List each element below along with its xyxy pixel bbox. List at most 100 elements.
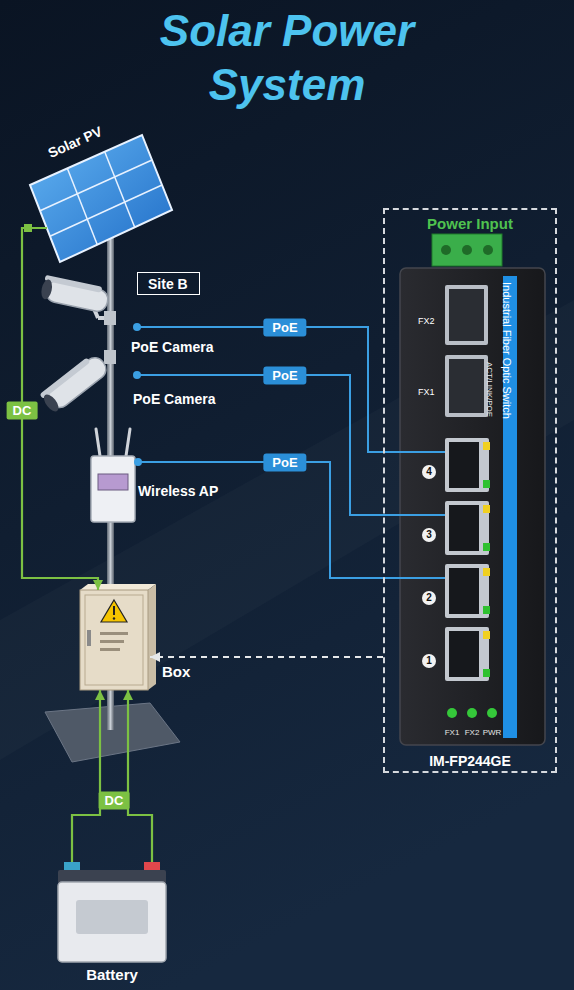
switch-body: [432, 234, 502, 266]
switch-body: [483, 543, 490, 551]
switch-body: [400, 268, 545, 745]
connector-dot: [133, 323, 141, 331]
node-label-wrap: Power Input: [385, 215, 555, 233]
switch-body: [445, 501, 489, 555]
sfp-port: FX1: [445, 355, 488, 417]
switch-body: [483, 442, 490, 450]
node-label: FX1: [418, 387, 435, 397]
switch-body: [449, 568, 479, 614]
switch-body: [445, 355, 488, 417]
node-label-wrap: Battery: [56, 966, 168, 984]
wireless-ap: [126, 429, 130, 456]
wireless-ap: [91, 429, 135, 522]
connector-dot: [133, 371, 141, 379]
callout-number-wrap: 2: [422, 587, 436, 605]
callout-number-wrap: 4: [422, 461, 436, 479]
port-label: FX1: [445, 728, 460, 737]
node-label-wrap: FX1: [418, 381, 435, 399]
port-label: FX2: [465, 728, 480, 737]
node-label: Wireless AP: [138, 483, 218, 499]
switch-body: [449, 359, 484, 413]
camera-top: [44, 275, 102, 293]
port-label-wrap: FX1: [442, 721, 462, 739]
node-label: Battery: [86, 966, 138, 983]
solar-panel-node: Solar PV: [28, 120, 178, 265]
video-box: [100, 648, 120, 651]
camera-bottom: [41, 392, 61, 414]
battery: [58, 862, 166, 962]
node-label: Industrial Fiber Optic Switch: [501, 282, 513, 419]
edge-label-wrap: PoE: [263, 318, 306, 337]
video-box: [85, 595, 143, 685]
connector-line: [138, 462, 445, 578]
wireless-ap: [96, 429, 100, 456]
wireless-ap: [91, 456, 135, 522]
switch-body: [483, 505, 490, 513]
port-label: ACT/LINK/POE: [485, 362, 494, 417]
camera-top: [40, 275, 116, 325]
node-label-wrap: PoE Camera: [131, 338, 213, 356]
switch-body: [483, 480, 490, 488]
node-label-wrap: Box: [162, 663, 190, 681]
battery: [58, 882, 166, 962]
switch-body: [483, 606, 490, 614]
camera-top: [104, 311, 116, 325]
battery: [76, 900, 148, 934]
video-box: [80, 584, 156, 590]
callout-number-wrap: 1: [422, 650, 436, 668]
video-box: [80, 590, 148, 690]
rj45-port: 2: [445, 564, 489, 618]
callout-number-wrap: 3: [422, 524, 436, 542]
rj45-port: 4: [445, 438, 489, 492]
camera-node: PoE Camera: [45, 345, 137, 395]
camera-bottom: [39, 350, 116, 415]
node-label: FX2: [418, 316, 435, 326]
arrow-head: [95, 690, 105, 700]
video-box: [101, 600, 127, 622]
node-label-wrap: Solar PV: [35, 118, 115, 167]
node-label: PoE Camera: [133, 391, 215, 407]
node-label-wrap: IM-FP244GE: [385, 752, 555, 770]
solar-panel: [50, 185, 162, 236]
video-box: [113, 606, 115, 615]
switch-body: [445, 285, 488, 345]
node-label-wrap: Site B: [148, 275, 188, 293]
arrow-head: [123, 690, 133, 700]
node-label-wrap: Industrial Fiber Optic Switch: [499, 282, 517, 419]
camera-bottom: [104, 350, 116, 364]
switch-body: Industrial Fiber Optic SwitchFX2FX14321: [400, 268, 545, 745]
switch-body: [449, 631, 479, 677]
video-box-node: Box: [80, 590, 148, 690]
solar-panel: [67, 168, 97, 244]
switch-frame: Power InputIM-FP244GE Industrial Fiber Op…: [383, 208, 557, 773]
video-box: [148, 584, 156, 690]
switch-body: [487, 708, 497, 718]
node-label-wrap: Wireless AP: [138, 482, 218, 500]
diagram-title: Solar Power System: [160, 6, 414, 109]
node-label: PoE Camera: [131, 339, 213, 355]
connector-line: [128, 690, 152, 862]
edge-label-wrap: PoE: [263, 366, 306, 385]
edge-label-wrap: DC: [99, 791, 130, 810]
connector-dot: [134, 458, 142, 466]
node-label: Box: [162, 663, 190, 680]
callout-number: 1: [422, 654, 436, 668]
wireless-ap: [98, 474, 128, 490]
diagram-title-wrap: Solar Power System: [100, 4, 474, 112]
port-label-wrap: ACT/LINK/POE: [483, 362, 501, 417]
edge-label-wrap: DC: [7, 401, 38, 420]
video-box: [100, 640, 124, 643]
sfp-port: FX2: [445, 285, 488, 345]
arrow-head: [93, 580, 103, 590]
camera-bottom: [39, 357, 90, 399]
edge-label: PoE: [263, 367, 306, 385]
node-label: Solar PV: [45, 123, 104, 161]
switch-body: [445, 564, 489, 618]
port-label-wrap: PWR: [482, 721, 502, 739]
switch-body: [483, 631, 490, 639]
solar-panel: [40, 160, 152, 211]
switch-body: [483, 568, 490, 576]
